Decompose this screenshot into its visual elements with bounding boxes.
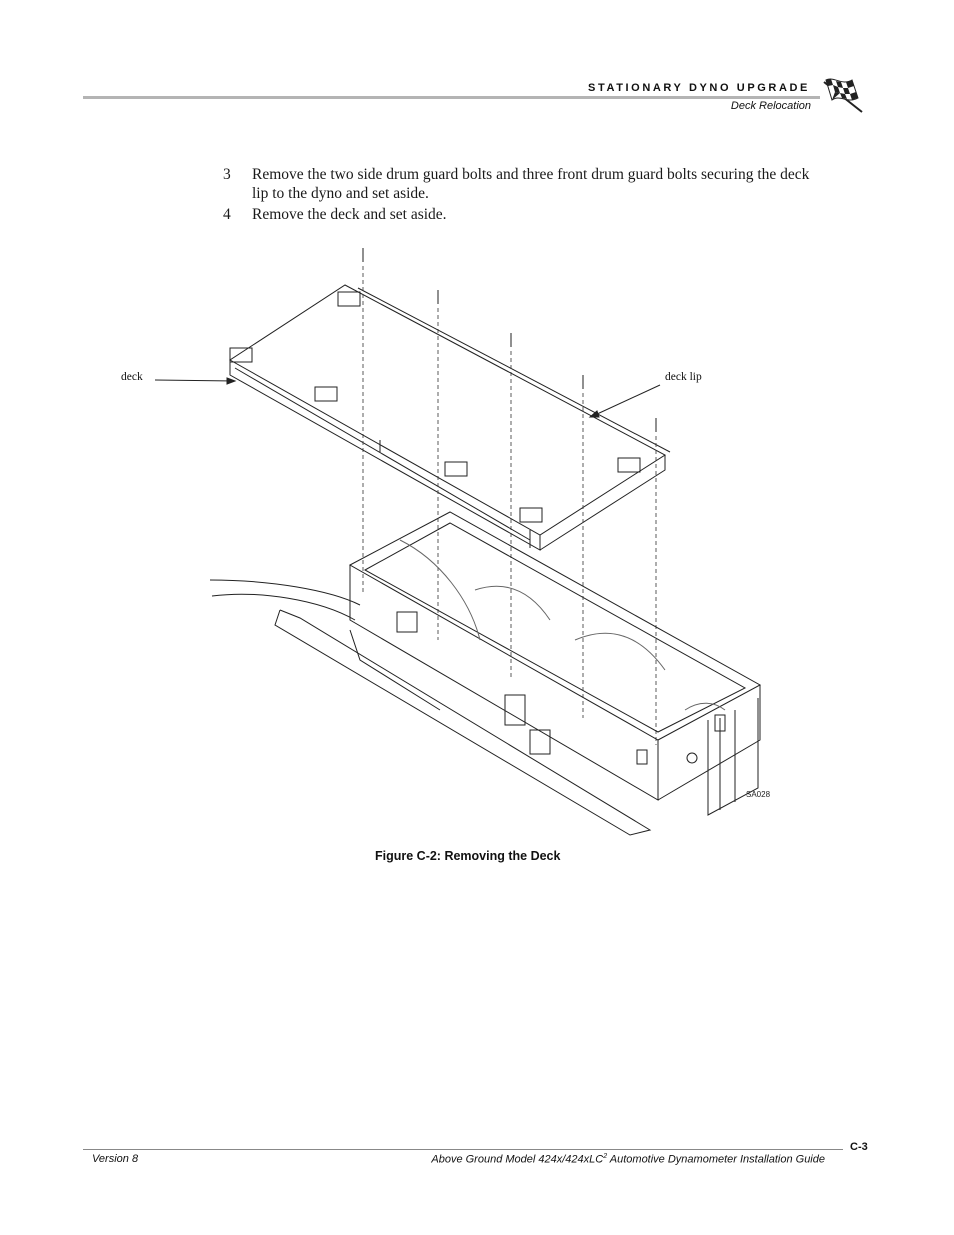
guide-title-main: Above Ground Model 424x/424xLC — [431, 1153, 604, 1166]
step-number: 3 — [223, 166, 231, 183]
step-number: 4 — [223, 206, 231, 223]
deck-removal-illustration — [154, 248, 762, 836]
figure-caption: Figure C-2: Removing the Deck — [375, 849, 561, 863]
guide-title-superscript: 2 — [603, 1153, 608, 1160]
alignment-guide-lines — [362, 266, 657, 745]
header-rule — [83, 96, 820, 99]
page-number: C-3 — [850, 1141, 868, 1153]
footer-rule — [83, 1149, 843, 1150]
step-item: 4 Remove the deck and set aside. — [223, 205, 823, 224]
step-text: Remove the deck and set aside. — [252, 206, 447, 223]
deck-label: deck — [121, 371, 143, 383]
dyno-frame-drawing — [209, 511, 762, 836]
instruction-steps: 3 Remove the two side drum guard bolts a… — [223, 165, 823, 226]
deck-lip-label: deck lip — [665, 371, 702, 383]
callout-arrows — [154, 377, 661, 418]
deck-panel-drawing — [229, 284, 671, 551]
section-subtitle: Deck Relocation — [730, 100, 811, 112]
step-item: 3 Remove the two side drum guard bolts a… — [223, 165, 823, 203]
checkered-flag-icon — [823, 78, 863, 113]
footer-version: Version 8 — [92, 1153, 139, 1165]
guide-title-rest: Automotive Dynamometer Installation Guid… — [607, 1153, 825, 1166]
footer-guide-title: Above Ground Model 424x/424xLC2 Automoti… — [431, 1153, 825, 1166]
bolt-drawings — [362, 248, 657, 432]
section-title: STATIONARY DYNO UPGRADE — [588, 82, 810, 94]
step-text: Remove the two side drum guard bolts and… — [252, 166, 810, 202]
drawing-code: SA028 — [746, 790, 771, 799]
